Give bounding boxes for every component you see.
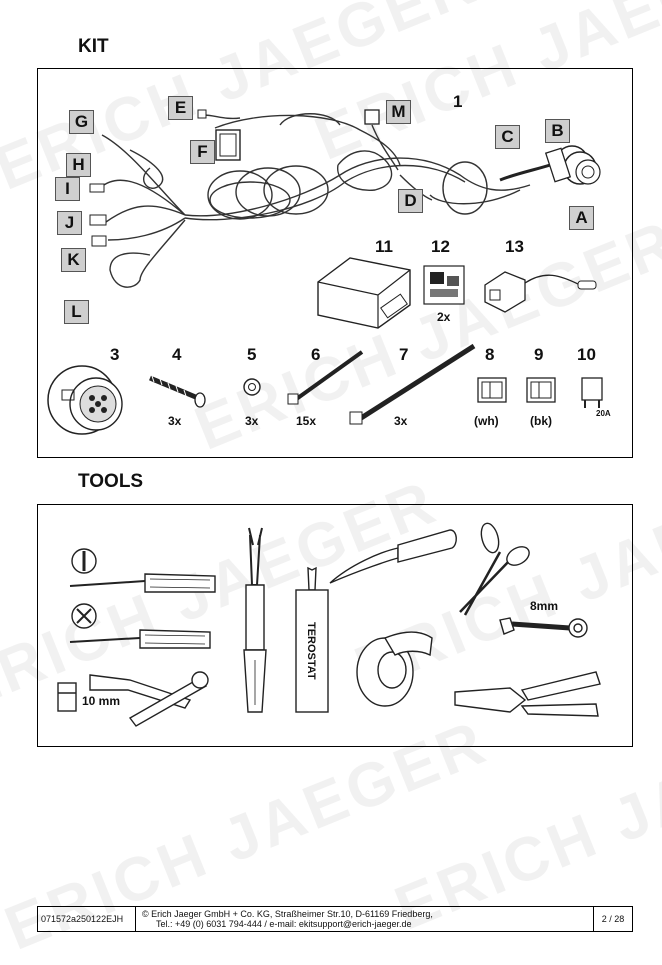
copyright: © Erich Jaeger GmbH + Co. KG, Straßheime… (142, 909, 433, 929)
part-label-6: 6 (311, 345, 321, 364)
fuse-rating: 20A (596, 409, 611, 418)
part-label-13: 13 (505, 237, 524, 256)
tools-title: TOOLS (78, 471, 144, 492)
qty-6: 15x (296, 414, 317, 428)
part-label-c: C (495, 125, 520, 149)
part-label-m: M (386, 100, 411, 124)
part-label-b: B (545, 119, 570, 143)
part-label-a: A (569, 206, 594, 230)
part-label-3: 3 (110, 345, 120, 364)
part-label-4: 4 (172, 345, 182, 364)
copyright-line-1: © Erich Jaeger GmbH + Co. KG, Straßheime… (142, 909, 433, 919)
socket-size: 10 mm (82, 694, 121, 708)
footer: 071572a250122EJH © Erich Jaeger GmbH + C… (37, 906, 633, 932)
kit-title: KIT (78, 36, 109, 57)
qty-8: (wh) (474, 414, 499, 428)
tools-frame (37, 504, 633, 747)
part-label-i: I (55, 177, 80, 201)
qty-5: 3x (245, 414, 259, 428)
part-label-e: E (168, 96, 193, 120)
qty-12: 2x (437, 310, 451, 324)
part-label-7: 7 (399, 345, 409, 364)
terostat-label: TEROSTAT (305, 622, 317, 680)
qty-9: (bk) (530, 414, 552, 428)
part-label-h: H (66, 153, 91, 177)
kit-frame (37, 68, 633, 458)
part-label-9: 9 (534, 345, 544, 364)
qty-7: 3x (394, 414, 408, 428)
page-number: 2 / 28 (593, 907, 632, 931)
part-label-j: J (57, 211, 82, 235)
part-label-l: L (64, 300, 89, 324)
part-label-1: 1 (453, 92, 463, 111)
doc-code: 071572a250122EJH (38, 907, 136, 931)
wrench-size: 8mm (530, 599, 559, 613)
copyright-line-2: Tel.: +49 (0) 6031 794-444 / e-mail: eki… (156, 919, 412, 929)
part-label-11: 11 (375, 237, 393, 256)
part-label-f: F (190, 140, 215, 164)
part-label-8: 8 (485, 345, 495, 364)
part-label-d: D (398, 189, 423, 213)
qty-4: 3x (168, 414, 182, 428)
part-label-k: K (61, 248, 86, 272)
part-label-10: 10 (577, 345, 596, 364)
part-label-5: 5 (247, 345, 257, 364)
part-label-g: G (69, 110, 94, 134)
part-label-12: 12 (431, 237, 450, 256)
